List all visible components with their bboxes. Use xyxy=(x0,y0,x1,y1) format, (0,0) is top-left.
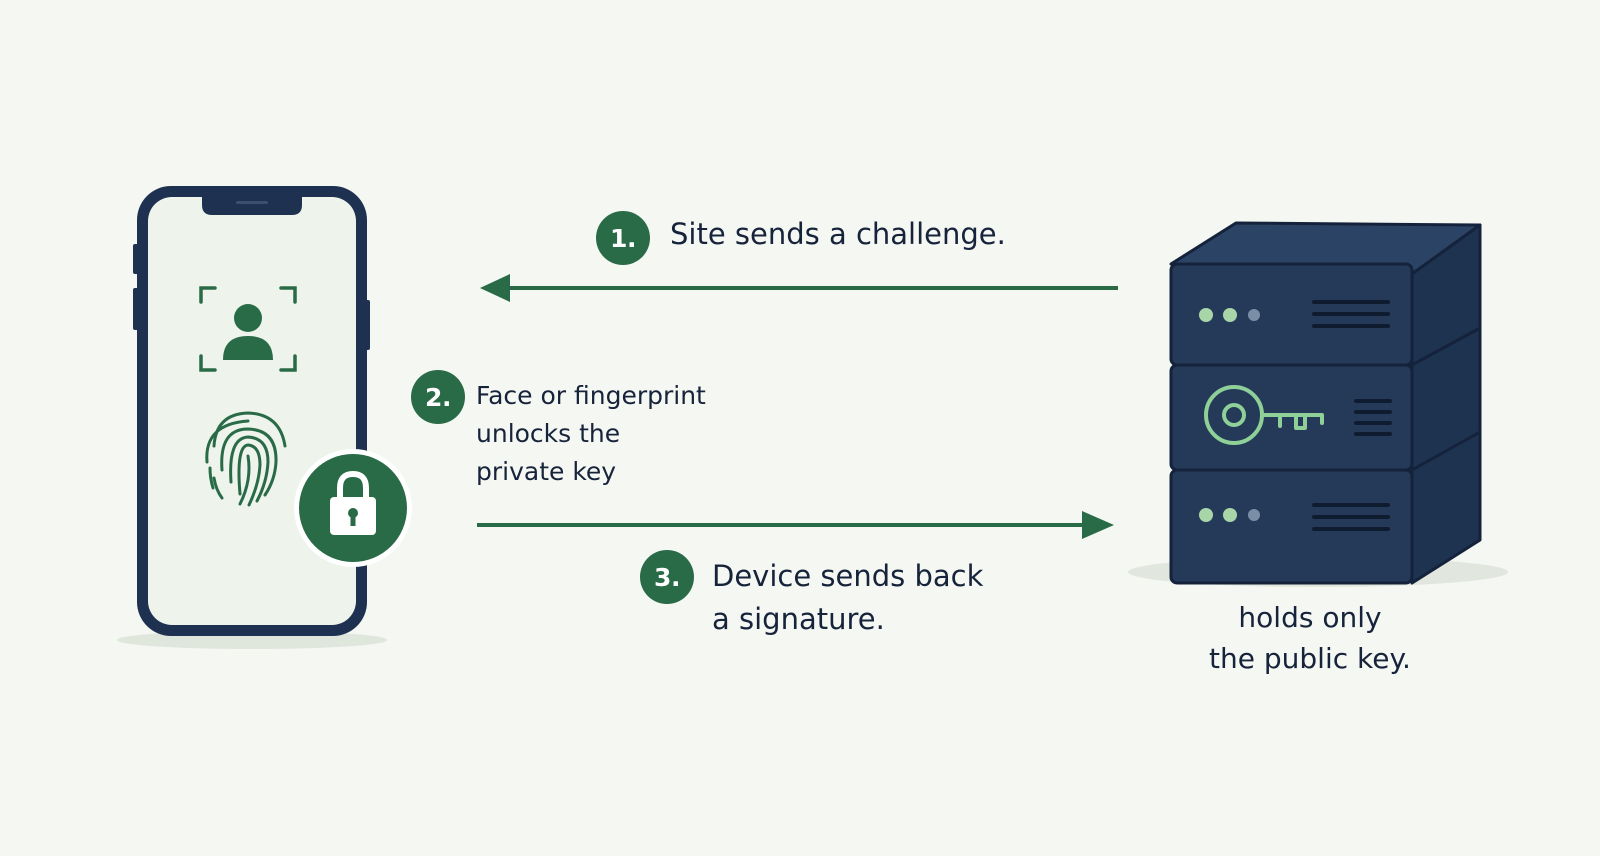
fingerprint-icon xyxy=(205,411,287,507)
server-rack-icon xyxy=(1128,221,1508,587)
step-2-line: unlocks the xyxy=(476,419,621,448)
step-3-line: Device sends back xyxy=(712,559,984,593)
step-3-text: Device sends back a signature. xyxy=(712,555,983,641)
step-3-line: a signature. xyxy=(712,602,885,636)
face-scan-icon xyxy=(199,286,297,372)
server-caption: holds only the public key. xyxy=(1180,597,1440,679)
step-2-badge: 2. xyxy=(411,370,465,424)
step-2-line: Face or fingerprint xyxy=(476,381,706,410)
padlock-icon xyxy=(294,449,412,567)
step-2-line: private key xyxy=(476,457,617,486)
server-caption-line: holds only xyxy=(1238,601,1382,634)
step-2-text: Face or fingerprint unlocks the private … xyxy=(476,377,706,491)
step-1-text: Site sends a challenge. xyxy=(670,217,1006,251)
step-1-badge: 1. xyxy=(596,211,650,265)
step-3-badge: 3. xyxy=(640,550,694,604)
smartphone-icon xyxy=(117,186,387,649)
step-1-line: Site sends a challenge. xyxy=(670,217,1006,251)
server-caption-line: the public key. xyxy=(1209,642,1411,675)
key-icon xyxy=(1204,385,1324,445)
